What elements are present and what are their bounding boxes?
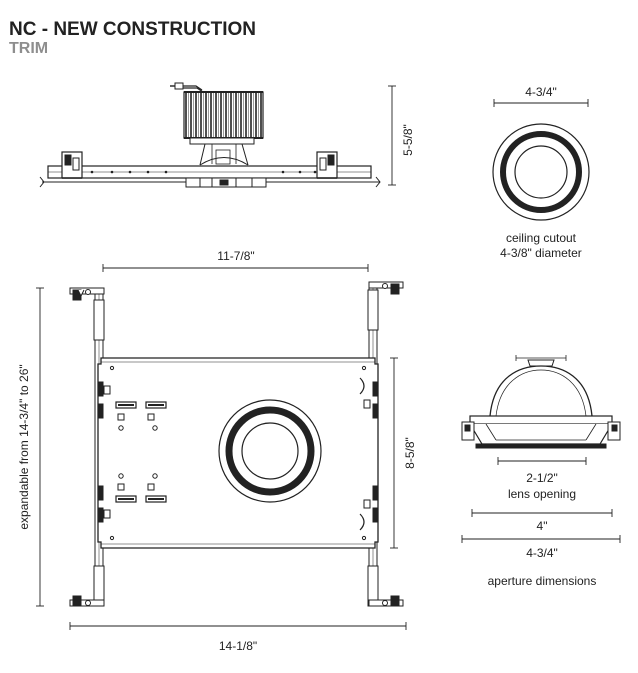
left-hanger-clip (61, 151, 83, 179)
aperture-caption-label: aperture dimensions (488, 574, 597, 588)
page-subtitle: TRIM (9, 40, 49, 57)
cutout-width-label: 4-3/4" (525, 85, 557, 99)
wire-connector (170, 82, 204, 93)
plan-width-top-label: 11-7/8" (217, 249, 254, 263)
heat-sink (183, 91, 264, 145)
plan-view (36, 264, 407, 630)
plan-height-right-label: 8-5/8" (403, 437, 417, 469)
aperture-inner-label: 4" (537, 519, 548, 533)
cutout-caption-line1: ceiling cutout (506, 231, 577, 245)
plan-width-bottom-label: 14-1/8" (219, 639, 257, 653)
aperture-outer-label: 4-3/4" (526, 546, 558, 560)
header: NC - NEW CONSTRUCTION TRIM (9, 19, 256, 58)
right-hanger-clip (316, 151, 338, 179)
page-title: NC - NEW CONSTRUCTION (9, 19, 256, 40)
plan-expandable-label: expandable from 14-3/4" to 26" (17, 364, 31, 529)
ceiling-cutout-view (492, 99, 590, 221)
cutout-caption-line2: 4-3/8" diameter (500, 246, 582, 260)
side-view (39, 82, 396, 188)
lens-width-label: 2-1/2" (526, 471, 558, 485)
aperture-section-view (461, 355, 621, 543)
side-height-label: 5-5/8" (401, 124, 415, 156)
mounting-plate (97, 357, 379, 549)
lens-caption-label: lens opening (508, 487, 576, 501)
